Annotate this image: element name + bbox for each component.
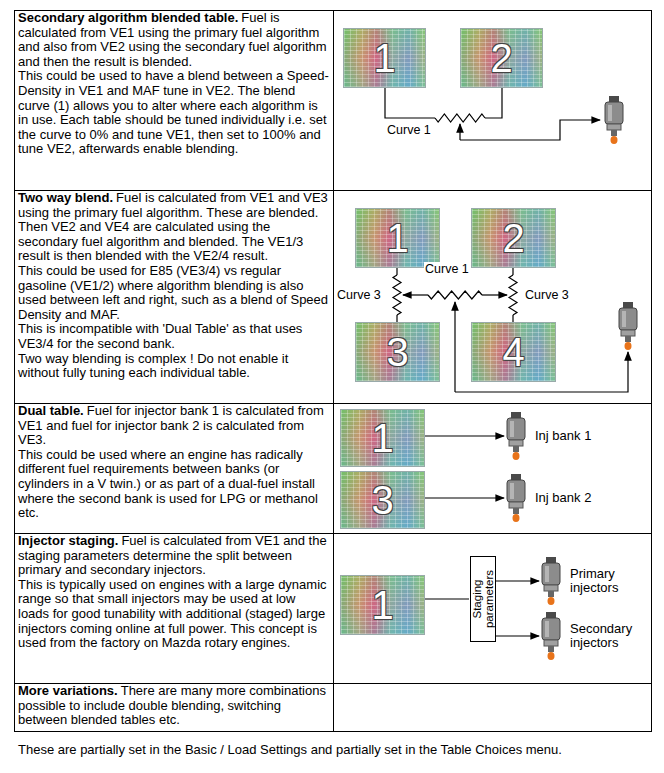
connector-arrow <box>496 580 539 581</box>
injector-icon <box>605 96 623 144</box>
table-grid <box>14 10 652 732</box>
injector-label: Secondary injectors <box>570 622 642 650</box>
table-border <box>15 11 652 732</box>
injector-icon <box>542 557 560 605</box>
row-text: This could be used for E85 (VE3/4) vs re… <box>18 264 329 322</box>
injector: Secondary injectors <box>540 612 642 660</box>
injector: Primary injectors <box>540 557 642 605</box>
staging-label: Staging parameters <box>471 557 495 641</box>
ve-table: 4 <box>471 322 556 382</box>
row-heading: Secondary algorithm blended table. <box>18 10 238 25</box>
row-text: This could be used to have a blend betwe… <box>18 69 329 157</box>
injector-label: Primary injectors <box>570 567 642 595</box>
table-number: 3 <box>356 331 439 373</box>
connector-arrow <box>496 635 539 636</box>
description-cell: Dual table.Fuel for injector bank 1 is c… <box>14 403 333 533</box>
curve-label: Curve 1 <box>386 123 432 137</box>
wire <box>460 120 600 140</box>
connector-arrow <box>425 497 504 498</box>
cell-paragraph: Dual table.Fuel for injector bank 1 is c… <box>18 404 329 448</box>
curve-label: Curve 3 <box>336 288 382 302</box>
cell-paragraph: More variations.There are many more comb… <box>18 684 329 728</box>
row-heading: Two way blend. <box>18 190 113 205</box>
cell-paragraph: Two way blend.Fuel is calculated from VE… <box>18 191 329 264</box>
wiper-arrow <box>459 124 460 140</box>
description-cell: Secondary algorithm blended table.Fuel i… <box>14 10 333 190</box>
table-number: 3 <box>341 479 424 521</box>
staging-box: Staging parameters <box>470 556 496 642</box>
description-cell: Two way blend.Fuel is calculated from VE… <box>14 190 333 403</box>
cell-paragraph: Secondary algorithm blended table.Fuel i… <box>18 11 329 69</box>
wire <box>512 268 513 275</box>
table-number: 1 <box>341 417 424 459</box>
injector-label: Inj bank 1 <box>535 429 625 443</box>
description-cell: Injector staging.Fuel is calculated from… <box>14 533 333 683</box>
row-heading: Dual table. <box>18 403 84 418</box>
connector-arrow <box>425 435 504 436</box>
injector-icon <box>507 412 525 460</box>
blend-curve-symbol <box>428 291 482 299</box>
injector-icon <box>619 302 637 350</box>
row-heading: More variations. <box>18 683 118 698</box>
cell-paragraph: Injector staging.Fuel is calculated from… <box>18 534 329 578</box>
table-number: 2 <box>472 217 555 259</box>
injector: Inj bank 2 <box>505 474 625 522</box>
row-text: Two way blending is complex ! Do not ena… <box>18 352 329 381</box>
ve-table: 2 <box>471 208 556 268</box>
row-text: This is incompatible with 'Dual Table' a… <box>18 322 329 351</box>
row-text: This is typically used on engines with a… <box>18 578 329 651</box>
injector-label: Inj bank 2 <box>535 491 625 505</box>
wire <box>385 88 435 118</box>
ve-table: 1 <box>343 28 426 88</box>
connector-arrow <box>425 598 469 599</box>
row-text: This could be used where an engine has r… <box>18 448 329 521</box>
table-number: 1 <box>344 37 425 79</box>
wiper-arrow <box>454 302 455 392</box>
ve-table: 1 <box>340 409 425 467</box>
blend-curve-symbol <box>509 275 517 315</box>
table-number: 2 <box>461 37 542 79</box>
ve-table: 3 <box>355 322 440 382</box>
ve-table: 3 <box>340 471 425 529</box>
row-heading: Injector staging. <box>18 533 118 548</box>
curve-label: Curve 1 <box>424 262 470 276</box>
injector: Inj bank 1 <box>505 412 625 460</box>
injector-icon <box>507 474 525 522</box>
table-number: 1 <box>356 217 439 259</box>
wire <box>485 88 502 118</box>
blend-curve-symbol <box>435 114 485 122</box>
wire <box>512 315 513 322</box>
wiper-arrow <box>403 294 428 295</box>
description-cell: More variations.There are many more comb… <box>14 683 333 732</box>
ve-table: 2 <box>460 28 543 88</box>
ve-table: 1 <box>340 575 425 635</box>
table-number: 1 <box>341 584 424 626</box>
wire <box>396 268 397 275</box>
ve-table: 1 <box>355 208 440 268</box>
blend-curve-symbol <box>393 275 401 315</box>
wire <box>396 315 397 322</box>
curve-label: Curve 3 <box>524 288 570 302</box>
injector-icon <box>542 612 560 660</box>
caption: These are partially set in the Basic / L… <box>18 742 562 757</box>
column-rule <box>333 10 334 732</box>
wiper-arrow <box>482 294 507 295</box>
table-number: 4 <box>472 331 555 373</box>
